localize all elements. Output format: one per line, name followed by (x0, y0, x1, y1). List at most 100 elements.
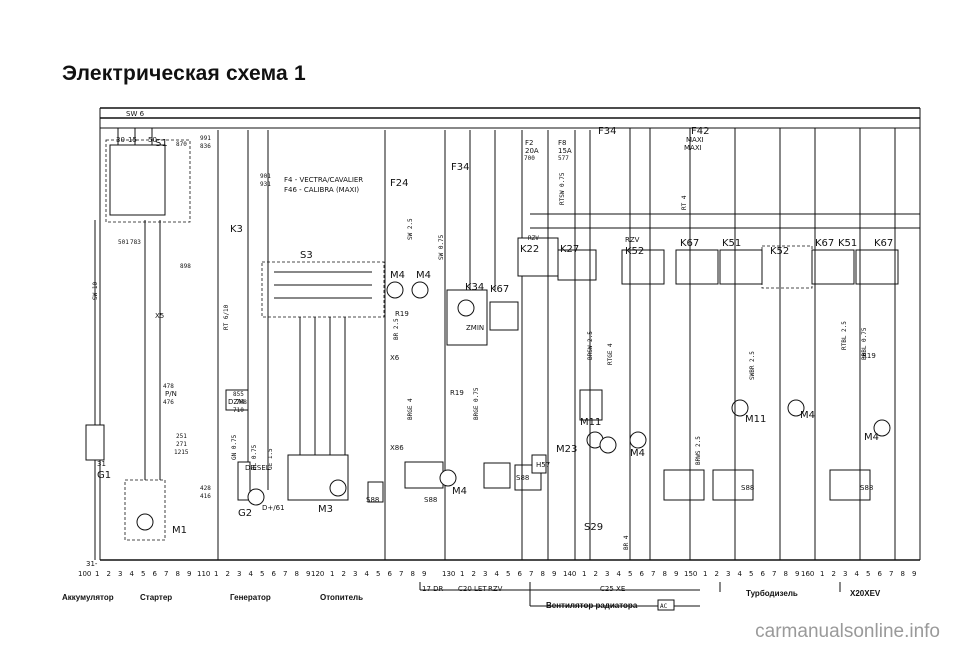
scale-digit: 1 (214, 570, 218, 578)
connector-code: 898 (180, 263, 191, 270)
motor-label: M4 (800, 410, 815, 421)
connector-code: 836 (200, 143, 211, 150)
scale-digit: 9 (187, 570, 191, 578)
scale-digit: 7 (529, 570, 533, 578)
component-labels: S1 S3 S29 S88 S88 S88 S88 S88 G1 G2 H57 … (97, 138, 876, 533)
note: D+/61 (262, 504, 285, 512)
connector-code: 501 (118, 239, 129, 246)
connector-codes: 501 783 991 836 901 931 870 898 478 476 … (118, 135, 569, 500)
component-label: S1 (155, 138, 168, 149)
connector-code: 476 (163, 399, 174, 406)
fuse-label: F24 (390, 178, 408, 189)
scale-digit: 4 (495, 570, 500, 578)
scale-digit: 7 (889, 570, 893, 578)
wire-label: SW 2.5 (407, 218, 414, 240)
wire-label: SW 10 (92, 282, 99, 300)
relay-label: K67 (680, 238, 699, 249)
note: 30 (116, 136, 125, 144)
scale-digit: 2 (226, 570, 230, 578)
scale-digit: 6 (272, 570, 277, 578)
wire-label: GN 0.75 (231, 434, 238, 460)
motor-label: M11 (580, 417, 601, 428)
scale-digit: 3 (237, 570, 241, 578)
sub-label: C20 LET (458, 585, 487, 593)
motor-label: M1 (172, 525, 187, 536)
relay-label: K67 (490, 284, 509, 295)
relay-label: K27 (560, 244, 579, 255)
scale-digit: 6 (878, 570, 883, 578)
scale-digit: 3 (726, 570, 730, 578)
wire-label: BR 2.5 (393, 318, 400, 340)
scale-digit: 1 (582, 570, 586, 578)
component-label: S88 (516, 474, 529, 482)
connector-code: 931 (260, 181, 271, 188)
motor-label: M3 (318, 504, 333, 515)
connector-code: 416 (200, 493, 211, 500)
component-label: G2 (238, 508, 252, 519)
component-label: MAXI (684, 144, 702, 152)
scale-digit: 4 (855, 570, 860, 578)
connector-code: 710 (233, 407, 244, 414)
scale-digit: 4 (130, 570, 135, 578)
connector-code: 783 (130, 239, 141, 246)
scale-digit: 4 (249, 570, 254, 578)
component-label: DZM (228, 398, 244, 406)
scale-marker: 110 (197, 570, 210, 578)
note: 50 (148, 136, 157, 144)
scale-digit: 2 (107, 570, 111, 578)
scale-digit: 5 (141, 570, 145, 578)
wire-label: BL 0.75 (251, 444, 258, 470)
scale-digit: 4 (617, 570, 622, 578)
sub-label: 17 DR (422, 585, 444, 593)
connector-code: 271 (176, 441, 187, 448)
relay-label: K3 (230, 224, 243, 235)
heater-region (261, 130, 444, 560)
scale-digit: 5 (376, 570, 380, 578)
scale-digit: 3 (483, 570, 487, 578)
scale-digit: 9 (306, 570, 310, 578)
scale-digit: 7 (399, 570, 403, 578)
section-label: Генератор (230, 593, 271, 602)
top-bus-label: SW 6 (126, 110, 145, 118)
wire-label: RTGE 4 (607, 343, 614, 365)
scale-marker: 150 (684, 570, 697, 578)
motor-labels: M1 M3 M4 M4 M4 M4 M11 M23 M4 M4 M11 (172, 270, 879, 536)
fuse-label: F8 (558, 139, 566, 147)
scale-digit: 6 (761, 570, 766, 578)
scale-digit: 8 (784, 570, 788, 578)
generator-region (217, 130, 269, 560)
wire-labels: SW 10 RT 6/10 BR 2.5 SW 2.5 RT 4 BR 4 BR… (92, 172, 868, 550)
scale-digit: 1 (330, 570, 334, 578)
scale-marker: 140 (563, 570, 576, 578)
motor-label: M4 (416, 270, 431, 281)
scale-digit: 2 (594, 570, 598, 578)
component-label: S88 (424, 496, 437, 504)
wire-label: SW 0.75 (438, 234, 445, 260)
component-label: G1 (97, 470, 111, 481)
component-label: R19 (862, 352, 876, 360)
component-label: X86 (390, 444, 404, 452)
fuse-label: F34 (451, 162, 469, 173)
relay-label: K52 (625, 246, 644, 257)
component-label: R19 (450, 389, 464, 397)
relay-label: K51 (722, 238, 741, 249)
fuse-rating: MAXI (686, 136, 704, 144)
connector-code: 901 (260, 173, 271, 180)
scale-digit: 8 (541, 570, 545, 578)
scale-digit: 8 (901, 570, 905, 578)
scale-digit: 2 (715, 570, 719, 578)
fuse-label: F2 (525, 139, 533, 147)
connector-code: 1215 (174, 449, 189, 456)
fuse-rating: 15A (558, 147, 572, 155)
scale-digit: 8 (663, 570, 667, 578)
wire-label: SWBR 2.5 (749, 351, 756, 380)
note: 31 (97, 460, 106, 468)
scale-digit: 3 (353, 570, 357, 578)
scale-digit: 7 (651, 570, 655, 578)
sub-label: C25 XE (600, 585, 625, 593)
scale-digit: 5 (628, 570, 632, 578)
connector-code: 428 (200, 485, 211, 492)
scale-start: 100 (78, 570, 91, 578)
scale-digit: 8 (411, 570, 415, 578)
